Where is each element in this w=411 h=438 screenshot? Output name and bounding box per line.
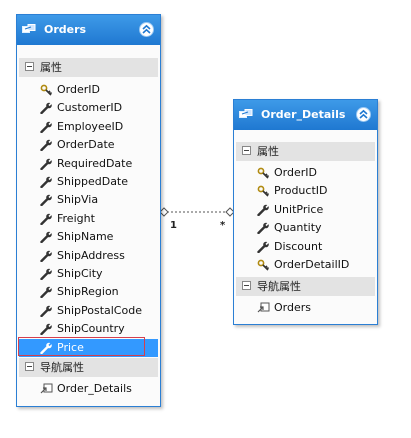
wrench-icon — [40, 231, 53, 244]
properties-section-header[interactable]: 属性 — [19, 58, 158, 77]
navigation-property-row[interactable]: Orders — [236, 299, 375, 317]
wrench-icon — [40, 120, 53, 133]
entity-order-details[interactable]: Order_Details 属性 OrderID ProductID UnitPri… — [233, 99, 378, 325]
property-row[interactable]: ShippedDate — [19, 173, 158, 191]
wrench-icon — [40, 102, 53, 115]
row-label: ShipCountry — [57, 322, 125, 336]
section-label: 属性 — [257, 145, 279, 158]
wrench-icon — [40, 249, 53, 262]
wrench-icon — [40, 304, 53, 317]
row-label: ShipPostalCode — [57, 303, 142, 317]
wrench-icon — [40, 139, 53, 152]
entity-title: Order_Details — [261, 108, 346, 121]
property-row[interactable]: ShipName — [19, 228, 158, 246]
property-row[interactable]: OrderID — [19, 81, 158, 99]
row-label: Price — [57, 340, 84, 354]
property-row[interactable]: CustomerID — [19, 99, 158, 117]
row-label: OrderDate — [57, 138, 115, 152]
property-row[interactable]: ShipCity — [19, 265, 158, 283]
row-label: RequiredDate — [57, 156, 133, 170]
property-row[interactable]: EmployeeID — [19, 118, 158, 136]
row-label: Quantity — [274, 221, 322, 235]
row-label: Orders — [274, 301, 311, 314]
entity-icon — [239, 109, 253, 118]
key-property-icon — [40, 84, 53, 96]
section-label: 导航属性 — [40, 361, 84, 374]
property-row[interactable]: ShipVia — [19, 191, 158, 209]
property-row[interactable]: OrderID — [236, 164, 375, 182]
properties-section-header[interactable]: 属性 — [236, 142, 375, 161]
wrench-icon — [40, 341, 53, 354]
multiplicity-one: 1 — [170, 220, 177, 231]
double-chevron-up-icon[interactable] — [356, 107, 371, 122]
row-label: ShippedDate — [57, 175, 129, 188]
row-label: CustomerID — [57, 101, 123, 115]
property-row[interactable]: ShipAddress — [19, 247, 158, 265]
section-label: 属性 — [40, 61, 62, 74]
row-label: ProductID — [274, 184, 328, 198]
collapse-toggle-icon[interactable] — [25, 62, 34, 71]
property-row[interactable]: Price — [19, 338, 158, 357]
association-end-left-diamond — [159, 207, 169, 217]
wrench-icon — [40, 194, 53, 207]
section-label: 导航属性 — [257, 280, 301, 293]
property-row[interactable]: OrderDetailID — [236, 256, 375, 274]
property-row[interactable]: Quantity — [236, 219, 375, 237]
row-label: ShipName — [57, 230, 114, 244]
collapse-toggle-icon[interactable] — [242, 281, 251, 290]
wrench-icon — [40, 176, 53, 188]
wrench-icon — [257, 240, 270, 253]
wrench-icon — [257, 222, 270, 235]
row-label: UnitPrice — [274, 202, 324, 216]
property-row[interactable]: ProductID — [236, 182, 375, 200]
row-label: OrderDetailID — [274, 258, 350, 271]
property-row[interactable]: Discount — [236, 238, 375, 256]
key-property-icon — [257, 167, 270, 179]
navigation-property-icon — [257, 302, 270, 313]
entity-icon — [22, 24, 36, 33]
navigation-section-header[interactable]: 导航属性 — [236, 277, 375, 296]
row-label: OrderID — [274, 166, 317, 179]
row-label: EmployeeID — [57, 119, 124, 133]
collapse-toggle-icon[interactable] — [242, 146, 251, 155]
navigation-property-row[interactable]: Order_Details — [19, 380, 158, 398]
key-property-icon — [257, 185, 270, 197]
row-label: ShipVia — [57, 193, 99, 207]
wrench-icon — [40, 212, 53, 225]
property-row[interactable]: OrderDate — [19, 136, 158, 154]
wrench-icon — [40, 157, 53, 170]
wrench-icon — [40, 286, 53, 299]
entity-orders[interactable]: Orders 属性 OrderID CustomerID EmployeeID Ord… — [16, 14, 161, 407]
wrench-icon — [40, 323, 53, 336]
entity-order-details-header[interactable]: Order_Details — [234, 100, 377, 130]
row-label: Order_Details — [57, 382, 132, 395]
wrench-icon — [40, 268, 53, 280]
property-row[interactable]: UnitPrice — [236, 201, 375, 219]
property-row[interactable]: Freight — [19, 210, 158, 228]
navigation-property-icon — [40, 383, 53, 394]
row-label: Freight — [57, 211, 95, 225]
row-label: Discount — [274, 239, 323, 253]
double-chevron-up-icon[interactable] — [139, 22, 154, 37]
property-row[interactable]: ShipCountry — [19, 320, 158, 338]
key-property-icon — [257, 259, 270, 271]
wrench-icon — [257, 203, 270, 216]
collapse-toggle-icon[interactable] — [25, 362, 34, 371]
multiplicity-many: * — [220, 220, 226, 231]
property-row[interactable]: ShipRegion — [19, 283, 158, 301]
row-label: ShipAddress — [57, 248, 125, 262]
entity-title: Orders — [44, 23, 87, 36]
navigation-section-header[interactable]: 导航属性 — [19, 358, 158, 377]
entity-orders-header[interactable]: Orders — [17, 15, 160, 45]
property-row[interactable]: RequiredDate — [19, 155, 158, 173]
row-label: OrderID — [57, 83, 100, 96]
row-label: ShipRegion — [57, 285, 119, 299]
property-row[interactable]: ShipPostalCode — [19, 302, 158, 320]
row-label: ShipCity — [57, 267, 103, 280]
